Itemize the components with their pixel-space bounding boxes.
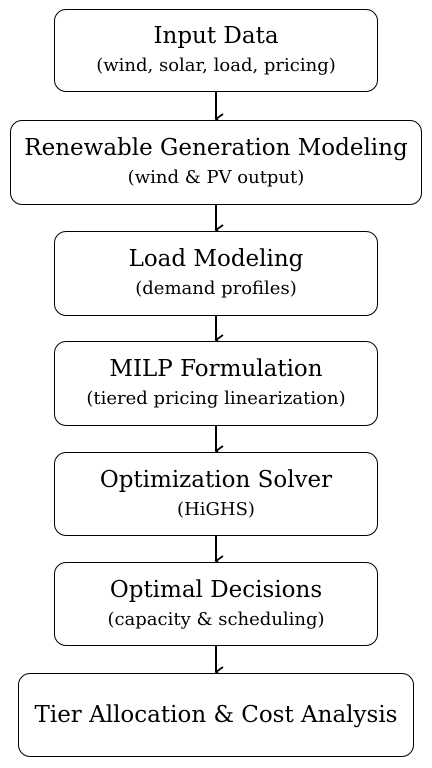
node-optimization-solver: Optimization Solver (HiGHS) bbox=[54, 452, 378, 536]
node-subtitle: (capacity & scheduling) bbox=[107, 608, 325, 630]
node-subtitle: (demand profiles) bbox=[135, 278, 297, 299]
node-optimal-decisions: Optimal Decisions (capacity & scheduling… bbox=[54, 562, 378, 646]
node-load-modeling: Load Modeling (demand profiles) bbox=[54, 231, 378, 316]
node-subtitle: (wind & PV output) bbox=[127, 167, 305, 188]
node-title: Load Modeling bbox=[128, 246, 304, 272]
node-renewable-generation-modeling: Renewable Generation Modeling (wind & PV… bbox=[10, 120, 422, 205]
node-subtitle: (HiGHS) bbox=[177, 498, 255, 520]
node-title: Tier Allocation & Cost Analysis bbox=[34, 701, 398, 728]
node-tier-allocation-cost-analysis: Tier Allocation & Cost Analysis bbox=[18, 673, 414, 757]
node-subtitle: (wind, solar, load, pricing) bbox=[96, 55, 336, 76]
node-title: Input Data bbox=[153, 23, 279, 49]
node-title: Optimization Solver bbox=[99, 466, 333, 493]
node-title: Optimal Decisions bbox=[109, 576, 323, 603]
node-subtitle: (tiered pricing linearization) bbox=[86, 388, 346, 409]
node-title: MILP Formulation bbox=[109, 356, 323, 382]
node-title: Renewable Generation Modeling bbox=[24, 135, 408, 161]
node-input-data: Input Data (wind, solar, load, pricing) bbox=[54, 9, 378, 92]
node-milp-formulation: MILP Formulation (tiered pricing lineari… bbox=[54, 341, 378, 426]
